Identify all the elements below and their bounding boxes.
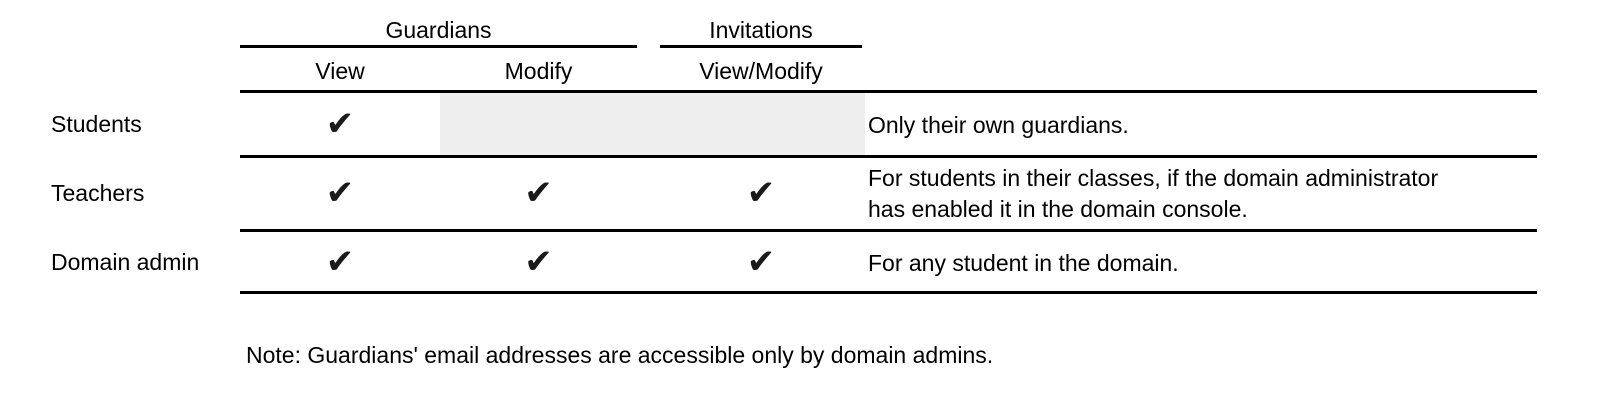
table-footnote: Note: Guardians' email addresses are acc… [246, 342, 994, 368]
row-label-teachers: Teachers [51, 180, 145, 206]
column-header-guardians-view: View [315, 58, 365, 84]
spanner-rule-invitations [660, 45, 862, 48]
row-label-domain-admin: Domain admin [51, 249, 200, 275]
check-teachers-guardians-view: ✔ [325, 173, 355, 213]
note-domain-admin: For any student in the domain. [868, 250, 1179, 276]
check-domain-admin-guardians-view: ✔ [325, 242, 355, 282]
row-rule-after-teachers [240, 229, 1537, 232]
check-students-guardians-view: ✔ [325, 104, 355, 144]
spanner-rule-guardians [240, 45, 637, 48]
header-bottom-rule [240, 90, 1537, 93]
note-students: Only their own guardians. [868, 112, 1129, 138]
check-teachers-invitations-view-modify: ✔ [746, 173, 776, 213]
column-group-invitations: Invitations [709, 17, 813, 43]
note-teachers-line-2: has enabled it in the domain console. [868, 196, 1248, 222]
column-group-guardians: Guardians [385, 17, 492, 43]
check-teachers-guardians-modify: ✔ [524, 173, 553, 213]
row-rule-after-students [240, 155, 1537, 158]
column-header-guardians-modify: Modify [504, 58, 573, 84]
column-header-invitations-view-modify: View/Modify [699, 58, 823, 84]
row-label-students: Students [51, 111, 142, 137]
check-domain-admin-invitations-view-modify: ✔ [746, 242, 776, 282]
note-teachers-line-1: For students in their classes, if the do… [868, 165, 1439, 191]
table-bottom-rule [240, 291, 1537, 294]
check-domain-admin-guardians-modify: ✔ [524, 242, 553, 282]
disabled-cell-students-modify [440, 93, 865, 155]
